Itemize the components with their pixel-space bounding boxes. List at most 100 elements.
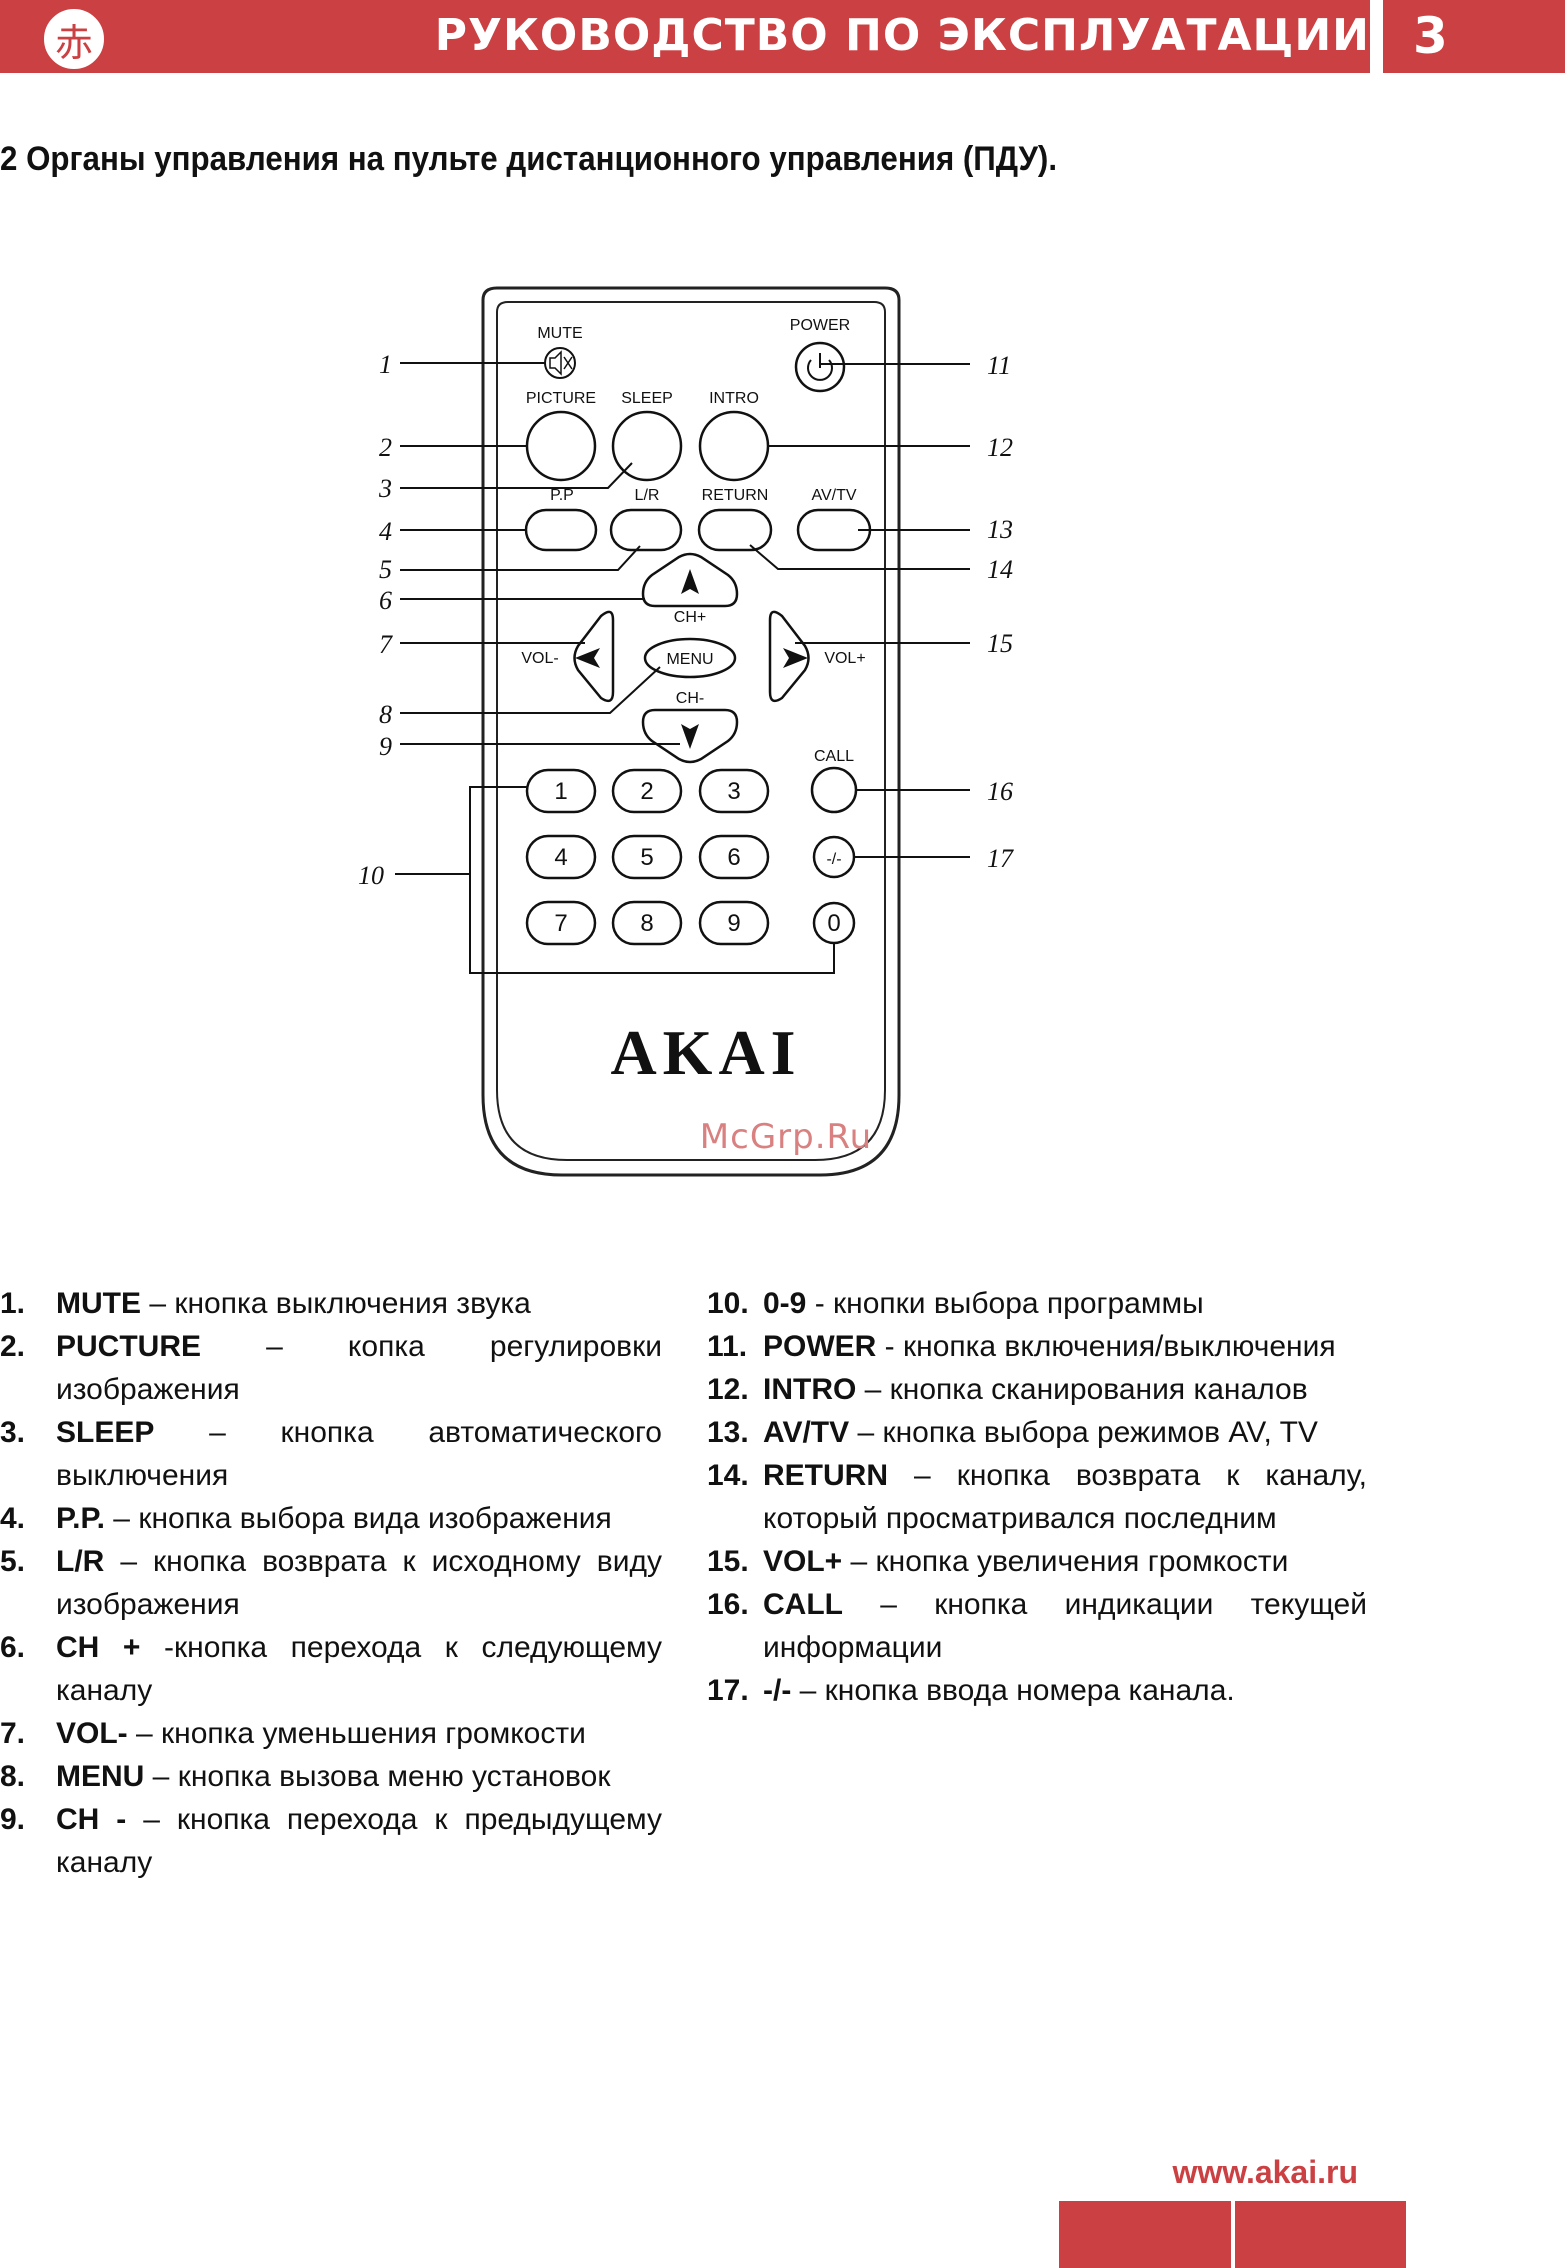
list-item: 8.MENU – кнопка вызова меню установок	[0, 1755, 662, 1798]
item-number: 9.	[0, 1803, 26, 1836]
item-description: -кнопка перехода к следующему каналу	[56, 1631, 663, 1707]
list-item: 14. RETURN – кнопка возврата к каналу, ко…	[707, 1454, 1367, 1540]
item-description: – кнопка ввода номера канала.	[791, 1674, 1235, 1707]
item-description: – кнопка индикации текущей информации	[763, 1588, 1367, 1664]
ch-plus-label: CH+	[674, 609, 706, 626]
callout-17: 17	[987, 844, 1014, 873]
power-button[interactable]	[794, 341, 846, 393]
item-description: – кнопка возврата к каналу, который прос…	[763, 1459, 1367, 1535]
item-name: P.P.	[56, 1502, 105, 1535]
header-title: РУКОВОДСТВО ПО ЭКСПЛУАТАЦИИ	[434, 10, 1370, 61]
callout-11: 11	[987, 351, 1011, 380]
pp-button[interactable]	[524, 508, 598, 552]
item-description: – кнопка сканирования каналов	[856, 1373, 1308, 1406]
digit-6-button[interactable]	[698, 834, 770, 880]
item-text: SLEEP – кнопка автоматического выключени…	[56, 1411, 662, 1497]
item-text: CALL – кнопка индикации текущей информац…	[763, 1583, 1367, 1669]
item-name: MENU	[56, 1760, 145, 1793]
digit-buttons	[525, 768, 856, 946]
digit-3-button[interactable]	[698, 768, 770, 814]
intro-button[interactable]	[698, 410, 770, 482]
list-item: 5.L/R – кнопка возврата к исходному виду…	[0, 1540, 662, 1626]
callout-3: 3	[378, 474, 392, 503]
callout-4: 4	[379, 517, 392, 546]
ch-down-button[interactable]	[641, 708, 739, 764]
lr-button[interactable]	[609, 508, 683, 552]
page-number: 3	[1383, 0, 1565, 73]
item-number: 15.	[707, 1545, 749, 1578]
item-name: CH +	[56, 1631, 141, 1664]
pp-label: P.P	[550, 487, 574, 504]
item-name: -/-	[763, 1674, 792, 1707]
list-item: 9.CH - – кнопка перехода к предыдущему к…	[0, 1798, 662, 1884]
digit-5-label: 5	[640, 844, 653, 871]
item-number: 10.	[707, 1287, 749, 1320]
item-number: 16.	[707, 1588, 749, 1621]
item-text: -/- – кнопка ввода номера канала.	[763, 1669, 1367, 1712]
call-button[interactable]	[810, 766, 858, 814]
brand-logo-text: AKAI	[610, 1017, 801, 1088]
item-number: 17.	[707, 1674, 749, 1707]
digit-2-button[interactable]	[611, 768, 683, 814]
item-description: – кнопка возврата к исходному виду изобр…	[56, 1545, 662, 1621]
menu-button[interactable]	[643, 637, 737, 679]
item-text: VOL+ – кнопка увеличения громкости	[763, 1540, 1367, 1583]
picture-button[interactable]	[525, 410, 597, 482]
item-description: – кнопка уменьшения громкости	[127, 1717, 586, 1750]
callout-2: 2	[379, 433, 392, 462]
list-item: 3.SLEEP – кнопка автоматического выключе…	[0, 1411, 662, 1497]
return-label: RETURN	[702, 487, 769, 504]
remote-inner-outline	[496, 301, 886, 1161]
callout-lines	[395, 362, 970, 974]
item-name: VOL-	[56, 1717, 128, 1750]
item-description: – кнопка выключения звука	[141, 1287, 531, 1320]
footer-url-link[interactable]: www.akai.ru	[1172, 2154, 1358, 2190]
item-number: 8.	[0, 1760, 26, 1793]
digit-4-label: 4	[554, 844, 567, 871]
item-description: - кнопки выбора программы	[806, 1287, 1204, 1320]
item-name: INTRO	[763, 1373, 857, 1406]
avtv-label: AV/TV	[811, 487, 856, 504]
callout-1: 1	[379, 350, 392, 379]
digit-8-button[interactable]	[611, 900, 683, 946]
remote-outer-outline	[481, 286, 901, 1177]
callout-10: 10	[358, 861, 384, 890]
item-name: PUCTURE	[56, 1330, 202, 1363]
return-button[interactable]	[697, 508, 773, 552]
digit-1-button[interactable]	[525, 768, 597, 814]
item-number: 11.	[707, 1330, 748, 1363]
digit-9-label: 9	[727, 910, 740, 937]
sleep-button[interactable]	[611, 410, 683, 482]
list-item: 7.VOL- – кнопка уменьшения громкости	[0, 1712, 662, 1755]
digit-7-button[interactable]	[525, 900, 597, 946]
digit-9-button[interactable]	[698, 900, 770, 946]
vol-up-button[interactable]	[768, 610, 810, 703]
list-item: 15. VOL+ – кнопка увеличения громкости	[707, 1540, 1367, 1583]
ch-minus-label: CH-	[676, 690, 704, 707]
digit-5-button[interactable]	[611, 834, 683, 880]
mute-speaker-icon	[549, 350, 573, 376]
digit-7-label: 7	[554, 910, 567, 937]
item-text: AV/TV – кнопка выбора режимов AV, TV	[763, 1411, 1367, 1454]
intro-label: INTRO	[709, 390, 759, 407]
callout-6: 6	[379, 586, 392, 615]
lr-label: L/R	[635, 487, 660, 504]
vol-down-button[interactable]	[573, 610, 615, 703]
item-text: RETURN – кнопка возврата к каналу, котор…	[763, 1454, 1367, 1540]
item-number: 14.	[707, 1459, 749, 1492]
picture-label: PICTURE	[526, 390, 596, 407]
descriptions-right: 10.0-9 - кнопки выбора программы 11.POWE…	[707, 1282, 1367, 1712]
list-item: 1.MUTE – кнопка выключения звука	[0, 1282, 662, 1325]
ch-up-button[interactable]	[641, 552, 739, 608]
descriptions-left: 1.MUTE – кнопка выключения звука 2.PUCTU…	[0, 1282, 662, 1884]
digit-4-button[interactable]	[525, 834, 597, 880]
callout-9: 9	[379, 732, 392, 761]
digit-1-label: 1	[554, 778, 567, 805]
callout-14: 14	[987, 555, 1013, 584]
item-number: 5.	[0, 1545, 26, 1578]
item-text: VOL- – кнопка уменьшения громкости	[56, 1712, 662, 1755]
callout-13: 13	[987, 515, 1013, 544]
list-item: 17. -/- – кнопка ввода номера канала.	[707, 1669, 1367, 1712]
item-number: 4.	[0, 1502, 26, 1535]
dash-label: -/-	[826, 851, 841, 868]
